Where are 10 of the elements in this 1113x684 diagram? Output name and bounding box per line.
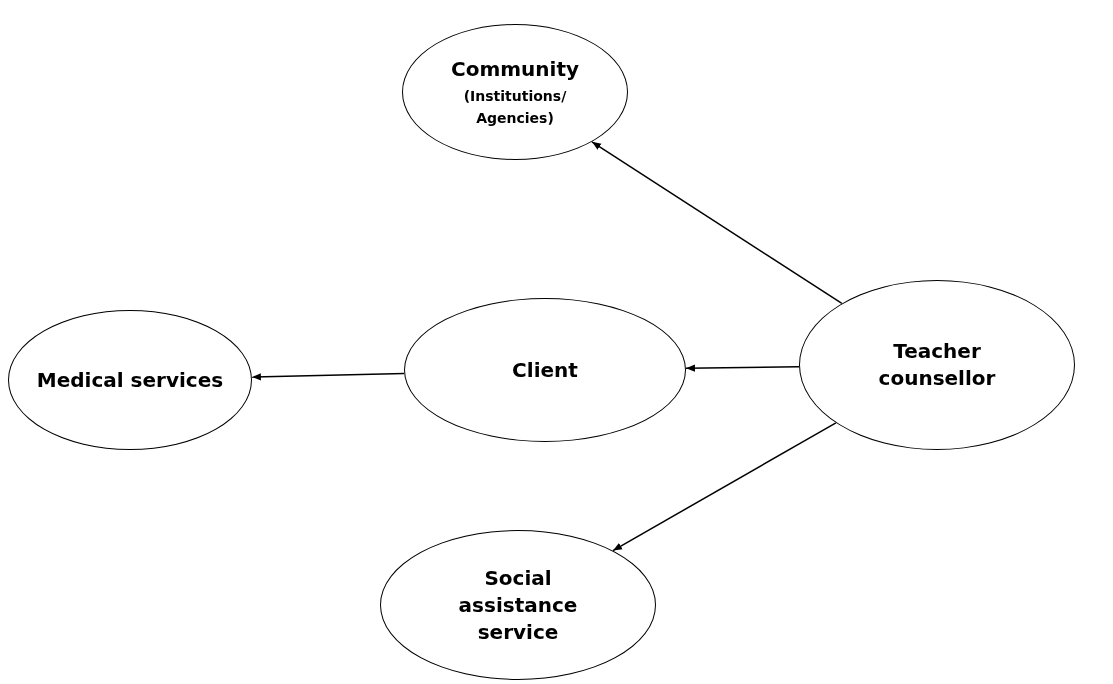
node-title: Teacher counsellor bbox=[877, 338, 997, 392]
arrow bbox=[612, 422, 837, 552]
arrow bbox=[685, 364, 800, 372]
node-title: Client bbox=[512, 356, 578, 384]
node-title: Social assistance service bbox=[457, 564, 579, 646]
node-title: Medical services bbox=[36, 366, 224, 394]
arrow bbox=[251, 372, 405, 381]
arrow bbox=[591, 141, 843, 305]
node-subtitle: (Institutions/ Agencies) bbox=[462, 86, 568, 128]
node-title: Community bbox=[451, 55, 579, 83]
